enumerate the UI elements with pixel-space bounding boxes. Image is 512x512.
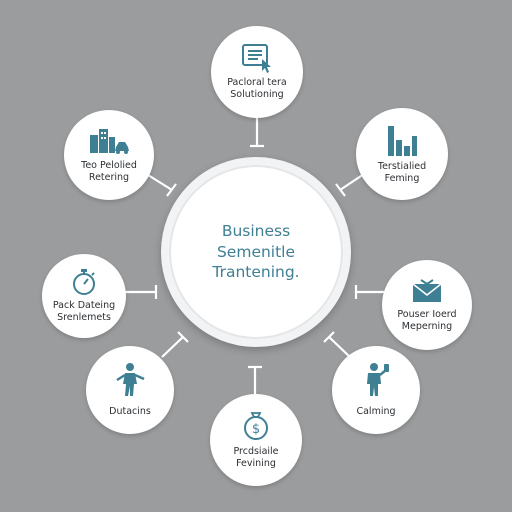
- node-top-right: Terstialied Feming: [356, 108, 448, 200]
- person-phone-icon: [367, 363, 389, 397]
- hub-circle: Business Semenitle Trantening.: [161, 157, 351, 347]
- bar-chart-icon: [388, 125, 417, 156]
- node-bottom-left-label: Dutacins: [109, 406, 151, 418]
- node-bottom-left: Dutacins: [86, 346, 174, 434]
- node-left-label: Pack Dateing Srenlemets: [52, 300, 116, 323]
- node-top-left: Teo Pelolied Retering: [64, 110, 154, 200]
- city-car-icon: [90, 128, 129, 154]
- node-top: Pacloral tera Solutioning: [211, 26, 303, 118]
- svg-text:$: $: [252, 422, 260, 437]
- node-top-label: Pacloral tera Solutioning: [227, 77, 287, 100]
- stopwatch-icon: [73, 269, 95, 296]
- node-right: Pouser Ioerd Meperning: [382, 260, 472, 350]
- hub-label: Business Semenitle Trantening.: [212, 221, 300, 282]
- node-bottom-right: Calming: [332, 346, 420, 434]
- node-bottom-right-label: Calming: [356, 406, 396, 418]
- envelope-icon: [412, 278, 442, 302]
- node-top-left-label: Teo Pelolied Retering: [81, 159, 137, 183]
- document-cursor-icon: [242, 44, 271, 74]
- node-right-label: Pouser Ioerd Meperning: [397, 308, 457, 332]
- node-bottom-label: Prcdsiaile Fevining: [233, 445, 279, 469]
- node-left: Pack Dateing Srenlemets: [42, 254, 126, 338]
- person-presenting-icon: [116, 363, 145, 397]
- node-bottom: $ Prcdsiaile Fevining: [210, 394, 302, 486]
- money-bag-icon: $: [244, 411, 268, 440]
- node-top-right-label: Terstialied Feming: [377, 160, 427, 184]
